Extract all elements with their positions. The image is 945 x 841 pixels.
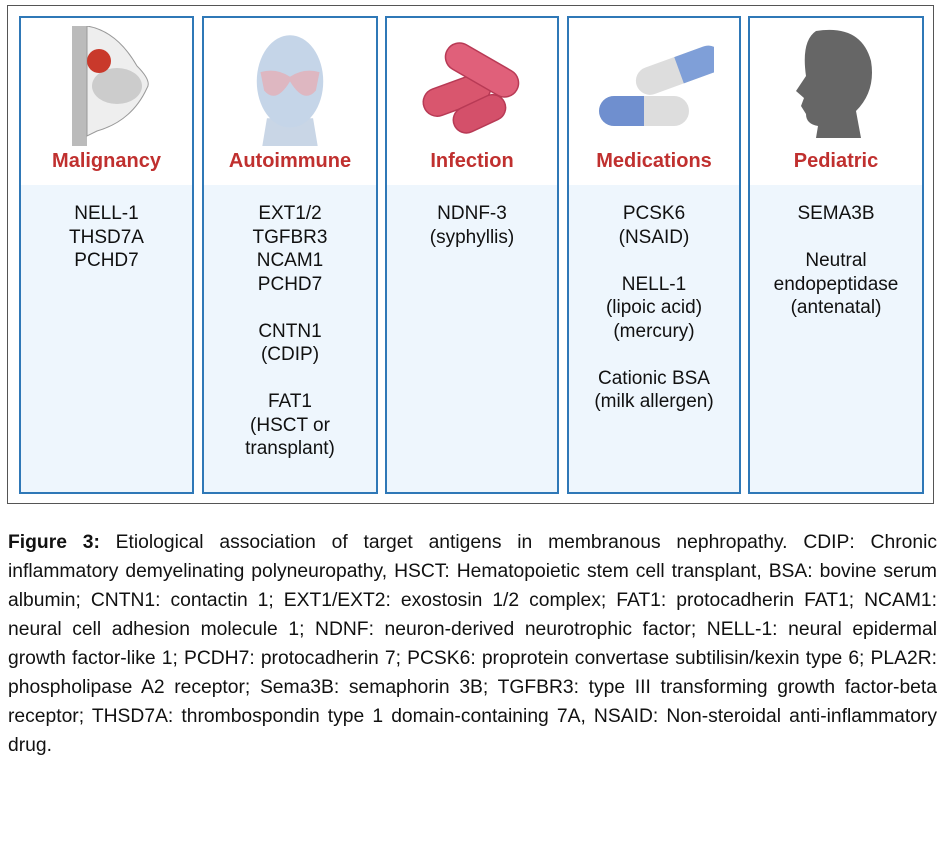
antigen-line: PCHD7: [257, 273, 323, 295]
antigen-line: NELL-1: [621, 273, 687, 295]
antigen-line: (NSAID): [618, 226, 690, 248]
panel-title: Medications: [596, 150, 712, 172]
antigen-line: THSD7A: [69, 226, 144, 248]
antigen-list: NELL-1 THSD7A PCHD7: [21, 202, 192, 273]
antigen-line: (HSCT or: [250, 414, 330, 436]
antigen-list: NDNF-3 (syphyllis): [387, 202, 557, 249]
antigen-line: (mercury): [613, 320, 695, 342]
panel-title: Infection: [430, 150, 514, 172]
antigen-line: [569, 249, 739, 273]
child-head-icon: [796, 29, 872, 138]
antigen-line: (milk allergen): [594, 391, 714, 412]
panel-pediatric: Pediatric SEMA3B Neutral endopeptidase (…: [748, 16, 924, 494]
caption-label: Figure 3:: [8, 532, 100, 553]
panel-medications: Medications PCSK6 (NSAID) NELL-1 (lipoic…: [567, 16, 741, 494]
panel-title: Pediatric: [793, 150, 879, 172]
panel-infection: Infection NDNF-3 (syphyllis): [385, 16, 559, 494]
panel-malignancy: Malignancy NELL-1 THSD7A PCHD7: [19, 16, 194, 494]
antigen-line: [750, 226, 922, 250]
bacteria-icon: [422, 42, 520, 134]
figure-frame: [7, 5, 934, 504]
figure-caption: Figure 3: Etiological association of tar…: [8, 528, 937, 760]
pills-icon: [599, 45, 714, 126]
panel-title: Autoimmune: [228, 150, 352, 172]
antigen-line: (antenatal): [790, 297, 882, 318]
antigen-list: PCSK6 (NSAID) NELL-1 (lipoic acid) (merc…: [569, 202, 739, 414]
antigen-line: (CDIP): [260, 344, 320, 365]
antigen-line: (lipoic acid): [605, 297, 703, 318]
antigen-line: TGFBR3: [252, 226, 328, 248]
antigen-line: Neutral: [805, 250, 867, 271]
antigen-line: [204, 296, 376, 320]
breast-tumor-icon: [71, 26, 149, 146]
panel-title: Malignancy: [52, 150, 161, 172]
antigen-line: PCHD7: [74, 250, 139, 271]
panel-autoimmune: Autoimmune EXT1/2 TGFBR3 NCAM1 PCHD7 CNT…: [202, 16, 378, 494]
antigen-line: (syphyllis): [429, 226, 515, 248]
antigen-line: PCSK6: [622, 203, 686, 224]
antigen-line: transplant): [245, 438, 335, 459]
antigen-list: EXT1/2 TGFBR3 NCAM1 PCHD7 CNTN1 (CDIP) F…: [204, 202, 376, 461]
antigen-line: endopeptidase: [773, 273, 899, 295]
antigen-line: SEMA3B: [797, 203, 875, 224]
antigen-line: EXT1/2: [258, 203, 322, 224]
antigen-list: SEMA3B Neutral endopeptidase (antenatal): [750, 202, 922, 320]
antigen-line: FAT1: [268, 391, 312, 412]
caption-text: Etiological association of target antige…: [8, 532, 937, 756]
antigen-line: CNTN1: [258, 320, 322, 342]
antigen-line: [569, 343, 739, 367]
antigen-line: [204, 367, 376, 391]
antigen-line: NCAM1: [256, 250, 324, 271]
head-rash-icon: [256, 35, 324, 146]
antigen-line: NELL-1: [74, 203, 139, 224]
antigen-line: NDNF-3: [437, 203, 507, 224]
antigen-line: Cationic BSA: [598, 367, 710, 389]
